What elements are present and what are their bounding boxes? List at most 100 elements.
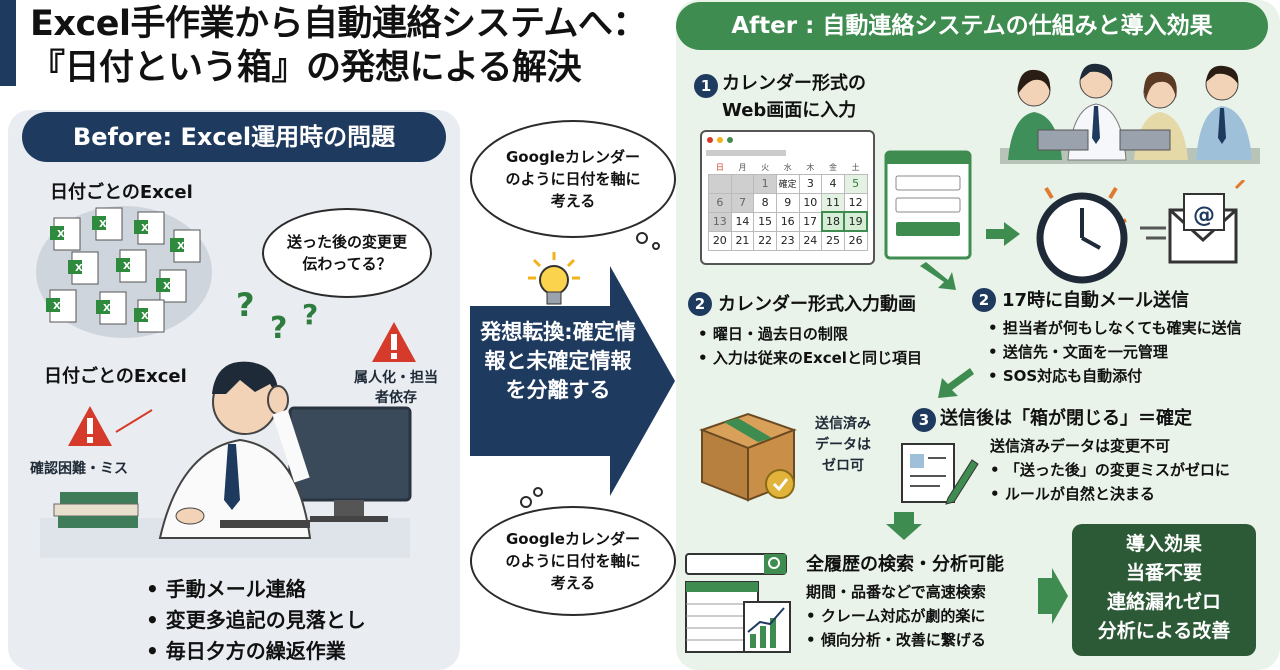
calendar-day[interactable]: 20	[708, 230, 732, 251]
arrow-right-large-icon	[1038, 568, 1068, 624]
calendar-day[interactable]: 14	[730, 211, 755, 232]
closed-box-icon	[699, 412, 797, 502]
step-3-item: 「送った後」の変更ミスがゼロに	[990, 458, 1230, 482]
svg-text:?: ?	[270, 311, 287, 346]
step-2a-item: 入力は従来のExcelと同じ項目	[698, 346, 922, 370]
calendar-day-selected[interactable]: 18	[820, 211, 846, 232]
calendar-day[interactable]: 10	[798, 192, 823, 213]
box-caption: 送信済みデータはゼロ可	[815, 416, 871, 474]
weekday-label: 水	[783, 163, 792, 173]
history-item: クレーム対応が劇的楽に	[806, 604, 986, 628]
excel-file-icons: X X X X X X X X X X	[46, 207, 201, 333]
lightbulb-icon	[528, 252, 580, 305]
warning-icon-left	[68, 406, 112, 446]
step-3-title: 送信後は「箱が閉じる」＝確定	[940, 408, 1192, 429]
calendar-toolbar	[706, 150, 786, 156]
bubble-tail-dots-bottom	[520, 487, 543, 508]
result-item: 分析による改善	[1097, 620, 1231, 642]
calendar-day[interactable]: 5	[843, 173, 868, 194]
calendar-day[interactable]: 3	[798, 173, 823, 194]
arrow-down-right-icon	[920, 262, 956, 290]
calendar-day[interactable]: 7	[730, 192, 755, 213]
step-3-number: 3	[912, 408, 936, 432]
calendar-day[interactable]: 4	[821, 173, 845, 194]
team-illustration	[1000, 63, 1260, 164]
calendar-day[interactable]: 13	[708, 211, 732, 232]
svg-text:?: ?	[236, 286, 255, 324]
input-form-panel	[884, 150, 972, 260]
step-2a-list: 曜日・過去日の制限 入力は従来のExcelと同じ項目	[698, 322, 922, 370]
result-title: 導入効果	[1125, 533, 1202, 555]
calendar-day[interactable]: 25	[821, 230, 845, 251]
calendar-day[interactable]: 26	[843, 230, 868, 251]
step-1-number: 1	[694, 74, 718, 98]
calendar-day[interactable]: 11	[821, 192, 845, 213]
weekday-label: 金	[828, 163, 837, 173]
weekday-label: 日	[715, 163, 724, 173]
paradigm-shift-arrow	[470, 266, 675, 496]
calendar-day[interactable]: 15	[753, 211, 777, 232]
result-box: 導入効果 当番不要 連絡漏れゼロ 分析による改善	[1072, 524, 1256, 656]
excel-label-bottom: 日付ごとのExcel	[44, 366, 187, 387]
svg-text:X: X	[53, 301, 61, 312]
excel-files-cloud: X X X X X X X X X X	[36, 206, 212, 338]
calendar-day[interactable]: 17	[798, 211, 823, 232]
step-3-item: 送信済みデータは変更不可	[990, 437, 1171, 455]
history-title: 全履歴の検索・分析可能	[806, 554, 1004, 575]
weekday-label: 土	[851, 163, 860, 173]
history-list: 期間・品番などで高速検索 クレーム対応が劇的楽に 傾向分析・改善に繋げる	[806, 580, 986, 652]
search-table-icon	[685, 553, 791, 653]
weekday-label: 月	[738, 163, 747, 173]
before-header: Before: Excel運用時の問題	[22, 112, 446, 162]
step-2b-item: SOS対応も自動添付	[988, 364, 1242, 388]
step-2a-item: 曜日・過去日の制限	[698, 322, 922, 346]
calendar-day[interactable]: 12	[843, 192, 868, 213]
calendar-day-selected[interactable]: 19	[843, 211, 868, 232]
calendar-grid: 日 月 火 水 木 金 土 1 確定 3 4 5 6 7 8 9 10 11 1…	[708, 162, 868, 251]
warning-label-right: 属人化・担当者依存	[354, 370, 438, 406]
calendar-day[interactable]: 9	[775, 192, 800, 213]
idea-bubble-top-text: Googleカレンダーのように日付を軸に考える	[505, 148, 641, 210]
svg-text:@: @	[1193, 203, 1215, 228]
step-3-list: 送信済みデータは変更不可 「送った後」の変更ミスがゼロに ルールが自然と決まる	[990, 434, 1230, 506]
svg-text:X: X	[141, 311, 149, 322]
arrow-right-icon	[986, 222, 1020, 246]
title-line-2: 『日付という箱』の発想による解決	[30, 48, 581, 88]
svg-text:X: X	[163, 281, 171, 292]
result-item: 当番不要	[1125, 562, 1202, 584]
history-item: 傾向分析・改善に繋げる	[806, 628, 986, 652]
calendar-day[interactable]: 22	[753, 230, 777, 251]
svg-text:X: X	[103, 303, 111, 314]
question-bubble-text: 送った後の変更更伝わってる？	[286, 233, 407, 273]
warning-label-left: 確認困難・ミス	[30, 461, 128, 477]
arrow-down-icon	[886, 512, 922, 540]
before-bullet-item: 毎日夕方の繰返作業	[146, 636, 366, 667]
calendar-day[interactable]: 24	[798, 230, 823, 251]
step-2b-title: 17時に自動メール送信	[1002, 290, 1190, 311]
step-3-item: ルールが自然と決まる	[990, 482, 1230, 506]
calendar-day[interactable]: 21	[730, 230, 755, 251]
calendar-day[interactable]: 23	[775, 230, 800, 251]
warning-line-left	[115, 409, 153, 433]
before-bullet-list: 手動メール連絡 変更多追記の見落とし 毎日夕方の繰返作業	[146, 574, 366, 667]
stressed-worker-illustration	[40, 361, 412, 558]
question-bubble: 送った後の変更更伝わってる？	[262, 208, 432, 298]
bubble-tail-dots-top	[636, 232, 660, 250]
calendar-day[interactable]: 8	[753, 192, 777, 213]
weekday-label: 火	[761, 163, 770, 173]
svg-text:X: X	[177, 241, 185, 252]
step-2b-list: 担当者が何もしなくても確実に送信 送信先・文面を一元管理 SOS対応も自動添付	[988, 316, 1242, 388]
calendar-day[interactable]: 16	[775, 211, 800, 232]
paradigm-shift-text: 発想転換:確定情報と未確定情報を分離する	[480, 320, 636, 402]
svg-text:X: X	[57, 229, 65, 240]
weekday-label: 木	[806, 163, 815, 173]
calendar-day[interactable]: 確定	[775, 173, 800, 194]
after-header: After : 自動連絡システムの仕組みと導入効果	[676, 2, 1268, 50]
svg-text:X: X	[141, 223, 149, 234]
calendar-day[interactable]: 6	[708, 192, 732, 213]
history-sub: 期間・品番などで高速検索	[806, 583, 986, 601]
step-2b-item: 担当者が何もしなくても確実に送信	[988, 316, 1242, 340]
calendar-day[interactable]: 1	[753, 173, 777, 194]
arrow-down-left-icon	[938, 368, 974, 398]
step-1-title: カレンダー形式のWeb画面に入力	[722, 73, 866, 121]
